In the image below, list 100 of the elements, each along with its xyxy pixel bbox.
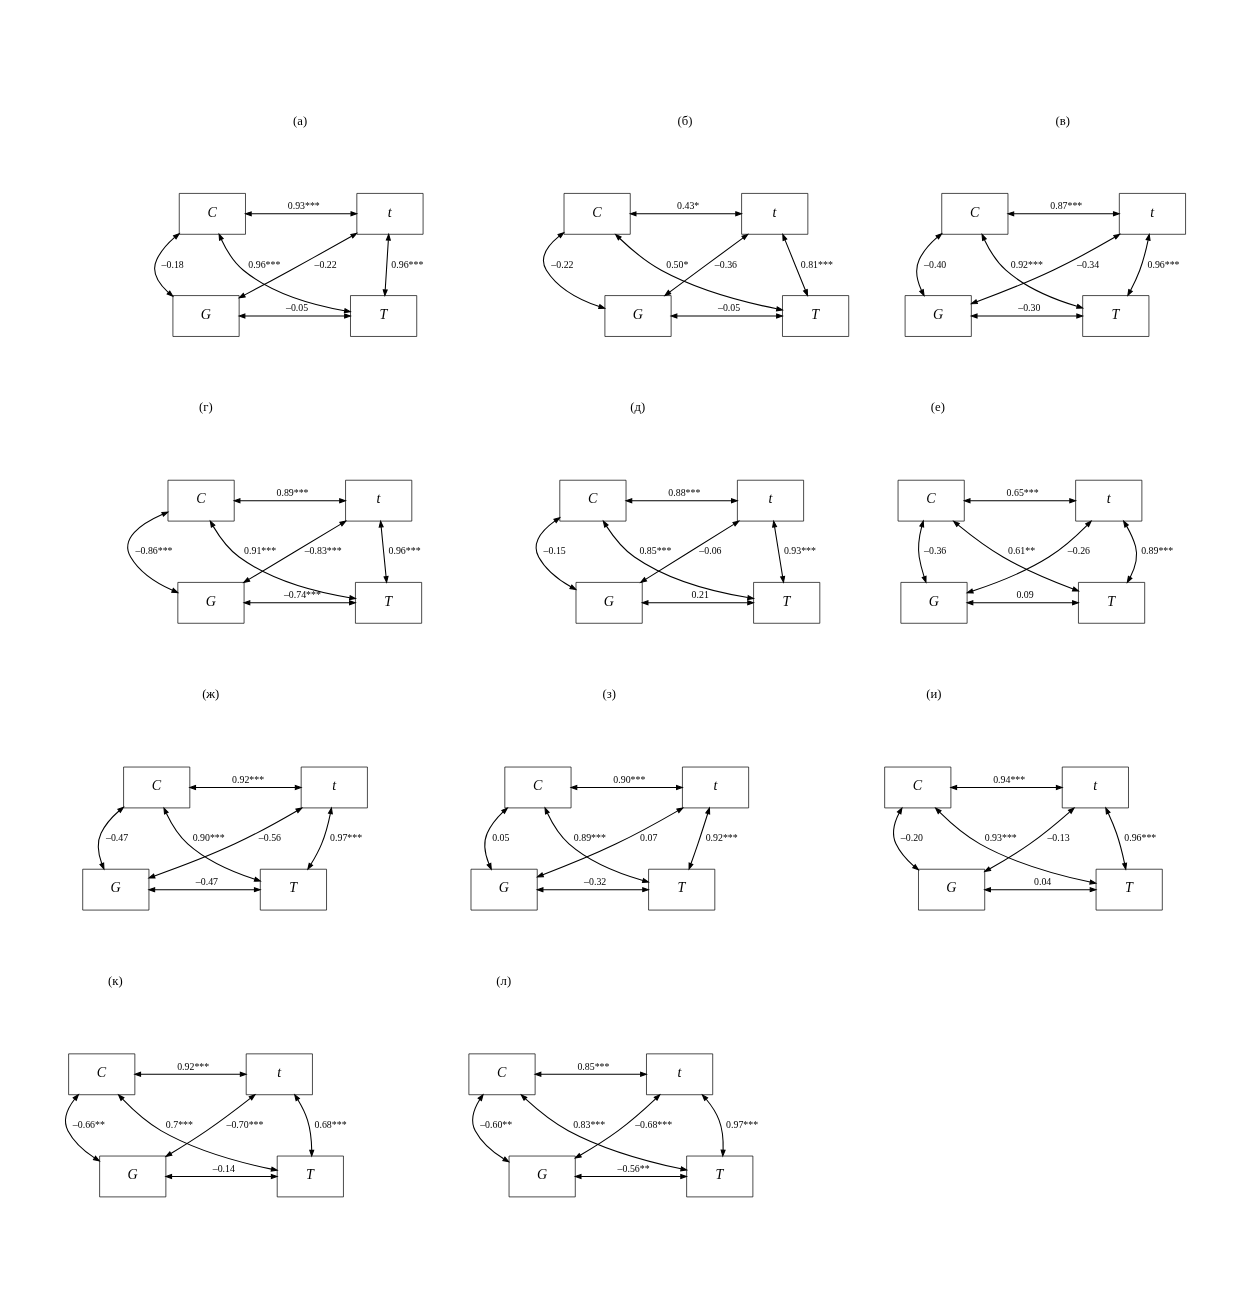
- edge-label: –0.47: [195, 875, 218, 887]
- label: (л): [496, 973, 512, 988]
- edge-label: 0.50*: [666, 258, 689, 270]
- arrow: [243, 210, 359, 217]
- edge-label: 0.93***: [783, 544, 816, 556]
- edge-label: –0.34: [1077, 258, 1100, 270]
- arrow: [188, 784, 303, 790]
- node-box: C: [884, 766, 952, 808]
- node-box: T: [753, 581, 821, 624]
- arrow: [154, 232, 181, 297]
- arrow: [983, 886, 1098, 892]
- arrow: [378, 519, 389, 584]
- edge-label: –0.40: [924, 258, 947, 270]
- node-box: t: [1061, 766, 1129, 808]
- edge-label: 0.83***: [573, 1118, 606, 1130]
- node-box: C: [559, 479, 627, 521]
- edge-label: 0.96***: [391, 258, 424, 270]
- node-box: G: [575, 581, 643, 624]
- arrow: [952, 519, 1080, 592]
- arrow: [569, 784, 684, 790]
- node-box: t: [356, 192, 424, 235]
- node-box: T: [259, 868, 327, 910]
- label: (а): [293, 113, 308, 128]
- edge-label: 0.85***: [577, 1060, 610, 1071]
- arrow: [293, 1092, 315, 1158]
- edge-label: 0.91***: [244, 544, 277, 556]
- edge-label: 0.92***: [177, 1060, 210, 1071]
- node-box: G: [900, 581, 968, 624]
- arrow: [242, 519, 348, 583]
- edge-label: –0.22: [314, 258, 337, 270]
- arrow: [1122, 519, 1138, 584]
- edge-label: 0.85***: [639, 544, 672, 556]
- node-box: t: [345, 479, 413, 521]
- edge-label: –0.70***: [226, 1118, 264, 1130]
- edge-label: 0.90***: [613, 773, 646, 785]
- arrow: [520, 1093, 689, 1171]
- edge-label: 0.04: [1034, 875, 1052, 887]
- arrow: [965, 599, 1080, 606]
- arrow: [918, 519, 927, 584]
- arrow: [688, 806, 711, 871]
- edge-label: 0.89***: [573, 831, 606, 843]
- arrow: [542, 231, 607, 309]
- edge-label: 0.81***: [800, 258, 833, 270]
- edge-label: 0.96***: [1147, 258, 1180, 270]
- arrow: [163, 806, 262, 882]
- arrow: [614, 232, 784, 311]
- arrow: [147, 886, 262, 892]
- edge-label: –0.36: [924, 544, 947, 556]
- edge-label: –0.36: [714, 258, 738, 270]
- arrow: [307, 805, 333, 870]
- node-box: C: [563, 192, 631, 235]
- edge-label: –0.30: [1018, 301, 1041, 313]
- label: (в): [1055, 113, 1070, 128]
- node-box: C: [178, 192, 246, 235]
- edge-label: 0.89***: [1141, 544, 1174, 556]
- arrow: [573, 1093, 661, 1159]
- arrow: [544, 805, 650, 883]
- node-box: t: [682, 766, 749, 808]
- arrow: [916, 232, 943, 297]
- edge-label: –0.74***: [283, 588, 321, 600]
- edge-label: 0.88***: [668, 486, 701, 498]
- node-box: C: [167, 479, 235, 521]
- node-box: T: [1082, 294, 1150, 337]
- label: (ж): [202, 686, 220, 701]
- node-box: t: [737, 479, 804, 521]
- node-box: t: [646, 1053, 714, 1095]
- node-box: T: [350, 294, 418, 337]
- node-box: t: [300, 766, 368, 808]
- edge-label: –0.26: [1067, 544, 1091, 556]
- arrow: [624, 497, 739, 503]
- node-box: T: [1095, 868, 1163, 910]
- arrow: [147, 806, 304, 878]
- label: (б): [677, 113, 693, 128]
- arrow: [962, 497, 1078, 503]
- edge-label: –0.05: [717, 301, 741, 313]
- arrow: [472, 1092, 511, 1163]
- label: (д): [630, 399, 646, 414]
- arrow: [969, 233, 1122, 304]
- label: (з): [602, 686, 616, 701]
- edge-label: 0.05: [492, 831, 510, 843]
- node-box: G: [918, 868, 986, 910]
- node-box: C: [897, 479, 965, 521]
- arrow: [965, 519, 1093, 593]
- edge-label: 0.96***: [388, 544, 421, 556]
- edge-label: –0.32: [584, 875, 607, 887]
- node-box: t: [1075, 479, 1143, 521]
- edge-label: 0.87***: [1050, 199, 1083, 211]
- node-box: T: [1078, 581, 1146, 624]
- arrow: [535, 806, 685, 877]
- arrow: [628, 210, 743, 217]
- arrow: [237, 312, 352, 319]
- node-box: C: [123, 766, 191, 808]
- node-box: T: [686, 1155, 754, 1197]
- edge-label: 0.96***: [248, 258, 281, 270]
- arrow: [782, 232, 809, 297]
- node-box: T: [782, 294, 850, 337]
- node-box: C: [468, 1053, 536, 1095]
- node-box: G: [82, 868, 150, 910]
- edge-label: 0.07: [640, 831, 658, 843]
- edge-label: –0.06: [699, 544, 722, 556]
